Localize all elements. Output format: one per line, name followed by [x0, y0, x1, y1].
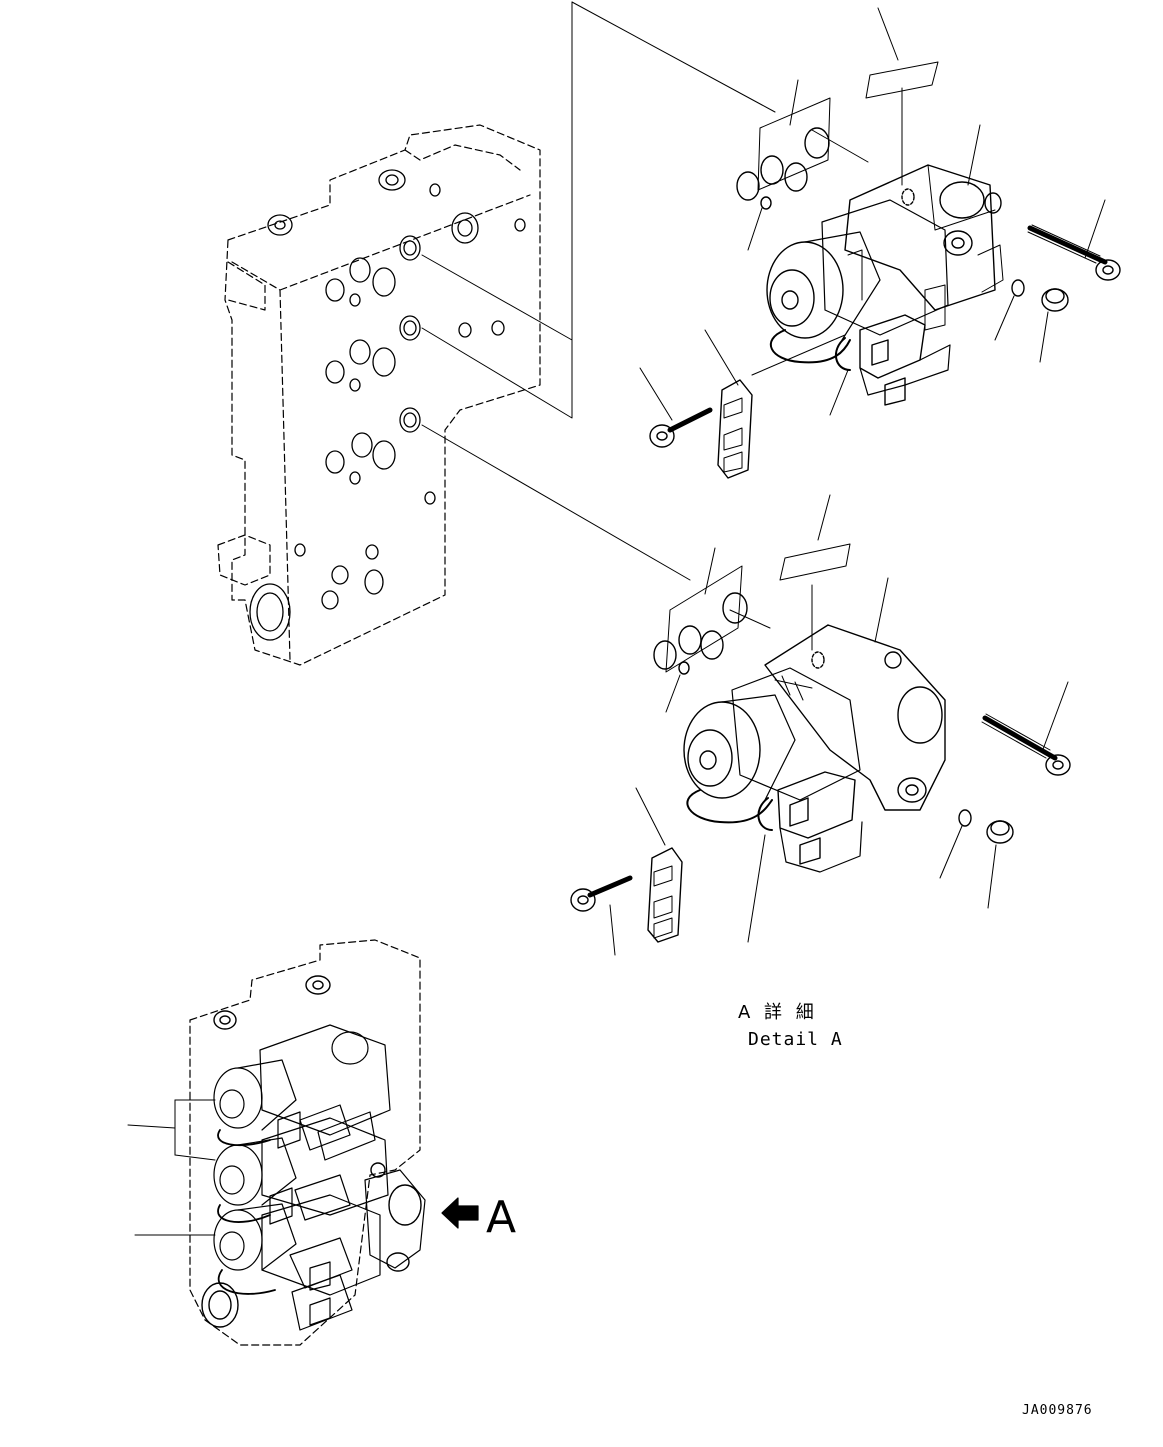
detail-title-japanese: A 詳 細 — [738, 1002, 818, 1023]
detail-title-english: Detail A — [748, 1029, 843, 1050]
valve-body-outline — [217, 124, 541, 666]
lower-solenoid-assembly — [570, 494, 1071, 956]
view-arrow-icon — [441, 1197, 479, 1229]
upper-solenoid-assembly — [639, 7, 1121, 479]
drawing-number: JA009876 — [1022, 1403, 1093, 1418]
assembly-leader-lines — [421, 1, 869, 629]
view-marker-letter: A — [486, 1192, 517, 1243]
valve-body-ports — [249, 169, 526, 641]
assembled-view — [127, 939, 426, 1346]
